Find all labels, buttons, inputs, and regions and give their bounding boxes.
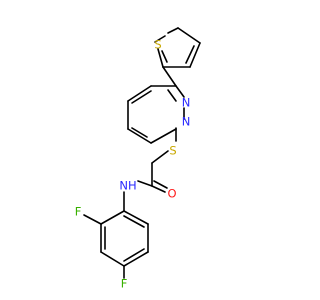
carbonyl-oxygen-label: O <box>167 187 176 201</box>
bond-lines <box>83 27 201 279</box>
thiophene-sulfur-label: S <box>154 38 161 52</box>
ortho-fluorine-label: F <box>75 205 82 219</box>
thioether-sulfur-label: S <box>169 144 176 158</box>
chemical-structure: S N N S O NH F F <box>75 27 201 291</box>
amide-nitrogen-label: NH <box>119 179 136 193</box>
para-fluorine-label: F <box>121 277 128 291</box>
pyridazine-nitrogen-label-bottom: N <box>182 115 191 129</box>
pyridazine-nitrogen-label-top: N <box>182 96 191 110</box>
